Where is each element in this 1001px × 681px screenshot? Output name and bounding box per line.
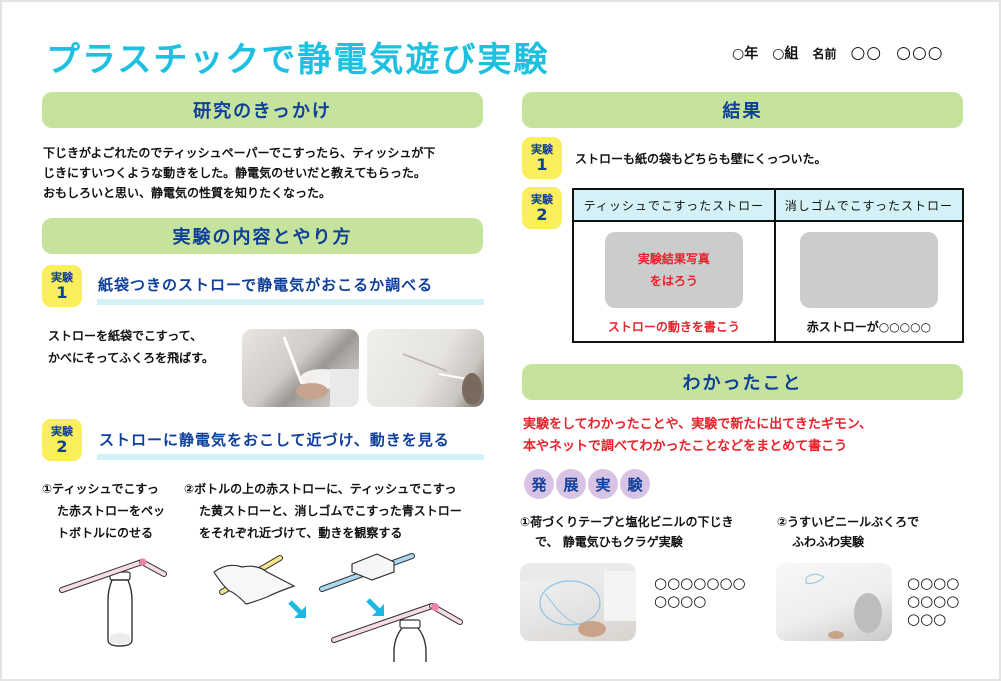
- tissue-yellow-straw-icon: [213, 555, 296, 605]
- experiment2-step1: ①ティッシュでこすっ た赤ストローをペッ トボトルにのせる: [42, 478, 165, 544]
- experiment2-illustration: [59, 553, 463, 662]
- experiment2-underline: [97, 454, 484, 460]
- experiment2-badge: 実験 2: [42, 419, 82, 461]
- grade-field: ○年: [732, 46, 759, 62]
- motivation-line: 下じきがよごれたのでティッシュペーパーでこすったら、ティッシュが下: [43, 146, 436, 160]
- motivation-line: おもしろいと思い、静電気の性質を知りたくなった。: [43, 186, 332, 200]
- badge-number: 2: [56, 436, 68, 456]
- badge-label: 実験: [531, 142, 553, 156]
- step-line: た赤ストローをペッ: [57, 504, 166, 518]
- result-caption: 赤ストローが○○○○○: [806, 320, 932, 334]
- advanced-item1-text: ①荷づくりテープと塩化ビニルの下じき で、 静電気ひもクラゲ実験: [520, 512, 733, 552]
- step-line: ①ティッシュでこすっ: [42, 482, 159, 496]
- item-line: で、 静電気ひもクラゲ実験: [535, 535, 683, 549]
- class-field: ○組: [772, 46, 799, 62]
- jellyfish-experiment-photo: [520, 563, 636, 641]
- result-table-row: 実験結果写真 をはろう ストローの動きを書こう 赤ストローが○○○○○: [572, 220, 965, 343]
- experiment1-description: ストローを紙袋でこすって、 かべにそってふくろを飛ばす。: [48, 325, 214, 369]
- experiment1-badge: 実験 1: [42, 265, 82, 307]
- badge-label: 実験: [531, 192, 553, 206]
- badge-number: 1: [536, 154, 548, 174]
- result-table-header: ティッシュでこすったストロー: [572, 188, 776, 222]
- note-line: ○○○○: [907, 574, 960, 592]
- jellyfish-photo-illustration: [520, 563, 636, 637]
- floating-bag-illustration: [805, 573, 882, 639]
- advanced-item2-note: ○○○○ ○○○○ ○○○: [907, 574, 959, 628]
- result-table: ティッシュでこすったストロー 消しゴムでこすったストロー 実験結果写真 をはろう…: [572, 188, 965, 343]
- advanced-experiments-label: 発 展 実 験: [524, 469, 650, 499]
- placeholder-line: をはろう: [649, 274, 698, 288]
- photo-placeholder: [799, 232, 938, 308]
- page-title: プラスチックで静電気遊び実験: [46, 40, 550, 80]
- arrow-head-icon: [372, 604, 384, 616]
- badge-label: 実験: [51, 270, 73, 284]
- result-cell-tissue: 実験結果写真 をはろう ストローの動きを書こう: [572, 220, 776, 343]
- section-method-heading: 実験の内容とやり方: [42, 218, 483, 254]
- arrow-head-icon: [294, 606, 306, 618]
- step-line: た黄ストローと、消しゴムでこすった青ストロー: [199, 504, 462, 518]
- flying-bag-illustration: [402, 353, 482, 405]
- name-label: 名前: [812, 47, 837, 61]
- section-results-heading: 結果: [522, 92, 963, 128]
- findings-line: 実験をしてわかったことや、実験で新たに出てきたギモン、: [523, 417, 873, 432]
- eraser-blue-straw-icon: [319, 553, 415, 592]
- advanced-item2-text: ②うすいビニールぶくろで ふわふわ実験: [777, 512, 919, 552]
- name-value-family: ○○: [850, 43, 883, 63]
- note-line: ○○○○: [907, 592, 960, 610]
- badge-label: 実験: [51, 424, 73, 438]
- experiment1-underline: [97, 299, 484, 305]
- bottle-with-red-straw-icon: [59, 558, 167, 647]
- result-caption: ストローの動きを書こう: [607, 320, 740, 334]
- advanced-item1-note: ○○○○○○○ ○○○○: [654, 574, 746, 610]
- result1-badge: 実験 1: [522, 137, 562, 179]
- section-findings-heading: わかったこと: [522, 364, 963, 400]
- section-motivation-heading: 研究のきっかけ: [42, 92, 483, 128]
- step-line: トボトルにのせる: [57, 526, 154, 540]
- result2-badge: 実験 2: [522, 187, 562, 229]
- motivation-line: じきにすいつくような動きをした。静電気のせいだと教えてもらった。: [43, 166, 426, 180]
- result-table-header: 消しゴムでこすったストロー: [773, 188, 965, 222]
- item-line: ①荷づくりテープと塩化ビニルの下じき: [520, 515, 734, 529]
- result-table-header-row: ティッシュでこすったストロー 消しゴムでこすったストロー: [572, 188, 965, 222]
- badge-number: 1: [56, 282, 68, 302]
- placeholder-line: 実験結果写真: [637, 252, 710, 266]
- name-value-given: ○○○: [896, 43, 944, 63]
- straw-photo-illustration: [282, 336, 359, 407]
- item-line: ふわふわ実験: [792, 535, 865, 549]
- label-char: 発: [524, 469, 554, 499]
- student-info: ○年 ○組 名前 ○○ ○○○: [732, 43, 944, 63]
- photo-placeholder: 実験結果写真 をはろう: [604, 232, 743, 308]
- bottle-with-red-straw-icon: [331, 603, 463, 662]
- bag-flying-photo: [367, 329, 484, 407]
- step-line: をそれぞれ近づけて、動きを観察する: [199, 526, 403, 540]
- note-line: ○○○: [907, 610, 947, 628]
- experiment2-step2: ②ボトルの上の赤ストローに、ティッシュでこすっ た黄ストローと、消しゴムでこすっ…: [184, 478, 462, 544]
- note-line: ○○○○: [654, 592, 707, 610]
- motivation-text: 下じきがよごれたのでティッシュペーパーでこすったら、ティッシュが下 じきにすいつ…: [43, 143, 493, 203]
- experiment1-title: 紙袋つきのストローで静電気がおこるか調べる: [98, 276, 434, 294]
- item-line: ②うすいビニールぶくろで: [777, 515, 920, 529]
- straw-with-bag-photo: [242, 329, 359, 407]
- description-line: かべにそってふくろを飛ばす。: [48, 351, 214, 365]
- findings-instructions: 実験をしてわかったことや、実験で新たに出てきたギモン、 本やネットで調べてわかっ…: [523, 414, 872, 458]
- findings-line: 本やネットで調べてわかったことなどをまとめて書こう: [523, 439, 848, 454]
- label-char: 展: [556, 469, 586, 499]
- note-line: ○○○○○○○: [654, 574, 746, 592]
- label-char: 実: [588, 469, 618, 499]
- result-cell-eraser: 赤ストローが○○○○○: [773, 220, 965, 343]
- badge-number: 2: [536, 204, 548, 224]
- description-line: ストローを紙袋でこすって、: [48, 329, 203, 343]
- step-line: ②ボトルの上の赤ストローに、ティッシュでこすっ: [184, 482, 457, 496]
- experiment2-title: ストローに静電気をおこして近づけ、動きを見る: [99, 431, 450, 449]
- floating-bag-photo: [776, 563, 892, 641]
- result1-text: ストローも紙の袋もどちらも壁にくっついた。: [575, 152, 827, 166]
- label-char: 験: [620, 469, 650, 499]
